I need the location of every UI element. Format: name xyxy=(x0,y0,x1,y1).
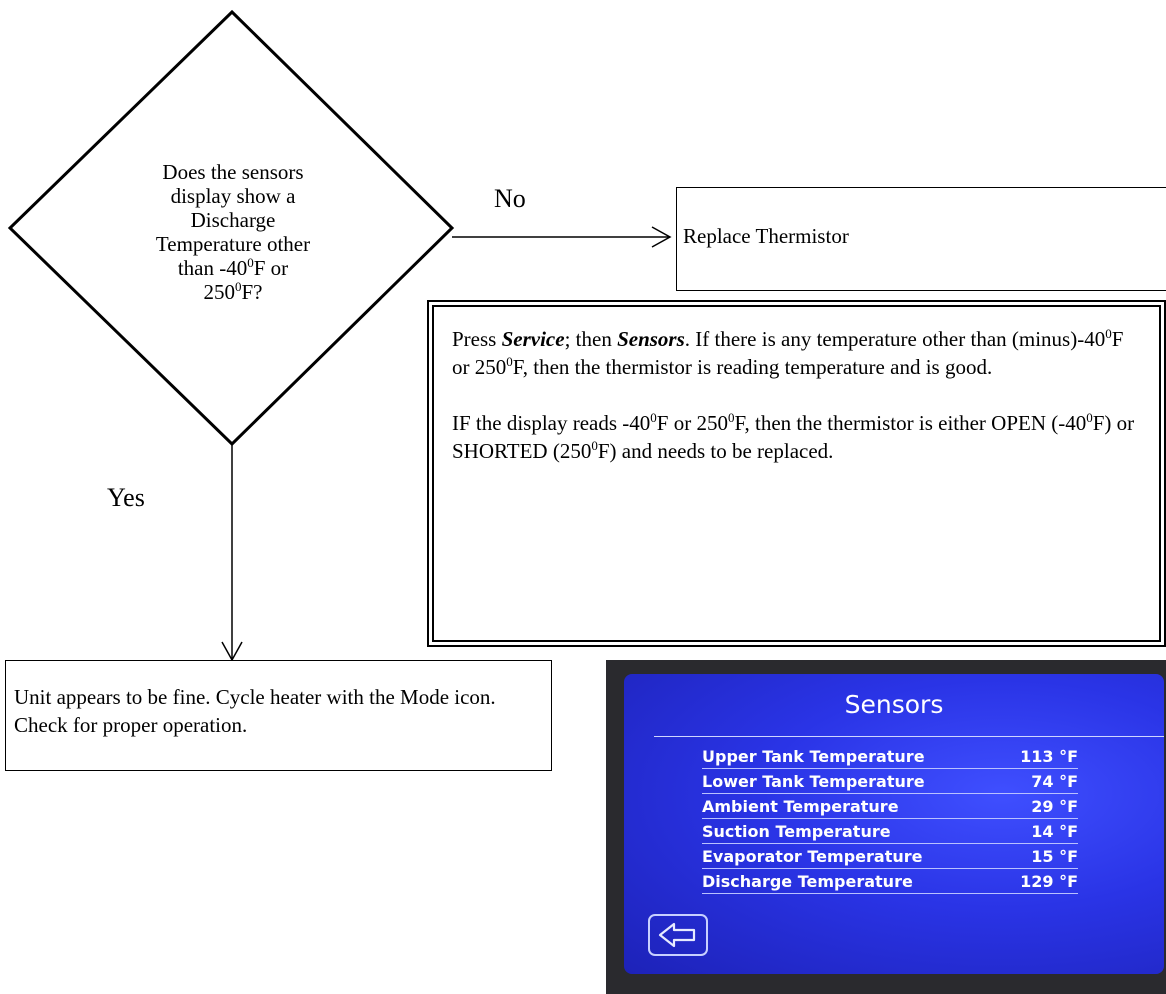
sensor-label: Suction Temperature xyxy=(702,822,891,841)
note-paragraph-2: IF the display reads -400F or 2500F, the… xyxy=(452,410,1135,463)
sensor-value: 15 °F xyxy=(1031,847,1078,866)
sensor-value: 29 °F xyxy=(1031,797,1078,816)
title-divider xyxy=(654,736,1164,737)
sensors-screen: Sensors Upper Tank Temperature 113 °F Lo… xyxy=(624,674,1164,974)
decision-question: Does the sensors display show a Discharg… xyxy=(118,160,348,304)
edge-label-no: No xyxy=(494,184,526,213)
replace-thermistor-text: Replace Thermistor xyxy=(683,224,849,248)
sensor-label: Lower Tank Temperature xyxy=(702,772,925,791)
replace-thermistor-box: Replace Thermistor xyxy=(676,187,1166,291)
sensor-row: Ambient Temperature 29 °F xyxy=(702,794,1078,819)
sensor-label: Upper Tank Temperature xyxy=(702,747,925,766)
decision-line: Discharge xyxy=(190,208,276,232)
sensor-label: Discharge Temperature xyxy=(702,872,913,891)
sensor-row: Upper Tank Temperature 113 °F xyxy=(702,744,1078,769)
note-paragraph-1: Press Service; then Sensors. If there is… xyxy=(452,326,1124,379)
decision-line: Temperature other xyxy=(155,232,311,256)
sensor-label: Ambient Temperature xyxy=(702,797,899,816)
sensor-row: Discharge Temperature 129 °F xyxy=(702,869,1078,894)
sensor-value: 113 °F xyxy=(1020,747,1078,766)
decision-line: Does the sensors xyxy=(162,160,304,184)
sensor-value: 129 °F xyxy=(1020,872,1078,891)
screen-title: Sensors xyxy=(844,690,944,719)
decision-line: display show a xyxy=(170,184,296,208)
decision-line: than -400F or xyxy=(177,255,289,280)
sensor-row: Suction Temperature 14 °F xyxy=(702,819,1078,844)
sensor-row: Evaporator Temperature 15 °F xyxy=(702,844,1078,869)
sensor-row: Lower Tank Temperature 74 °F xyxy=(702,769,1078,794)
decision-line: 2500F? xyxy=(203,279,263,304)
back-arrow-icon xyxy=(658,922,696,948)
sensor-value: 14 °F xyxy=(1031,822,1078,841)
edge-label-yes: Yes xyxy=(107,483,145,512)
unit-fine-text: Unit appears to be fine. Cycle heater wi… xyxy=(14,685,496,737)
instruction-note: Press Service; then Sensors. If there is… xyxy=(427,300,1166,647)
no-arrow-head xyxy=(651,226,672,248)
back-button[interactable] xyxy=(648,914,708,956)
sensors-screen-photo: Sensors Upper Tank Temperature 113 °F Lo… xyxy=(606,660,1166,994)
sensor-label: Evaporator Temperature xyxy=(702,847,923,866)
sensor-value: 74 °F xyxy=(1031,772,1078,791)
unit-fine-box: Unit appears to be fine. Cycle heater wi… xyxy=(5,660,552,771)
